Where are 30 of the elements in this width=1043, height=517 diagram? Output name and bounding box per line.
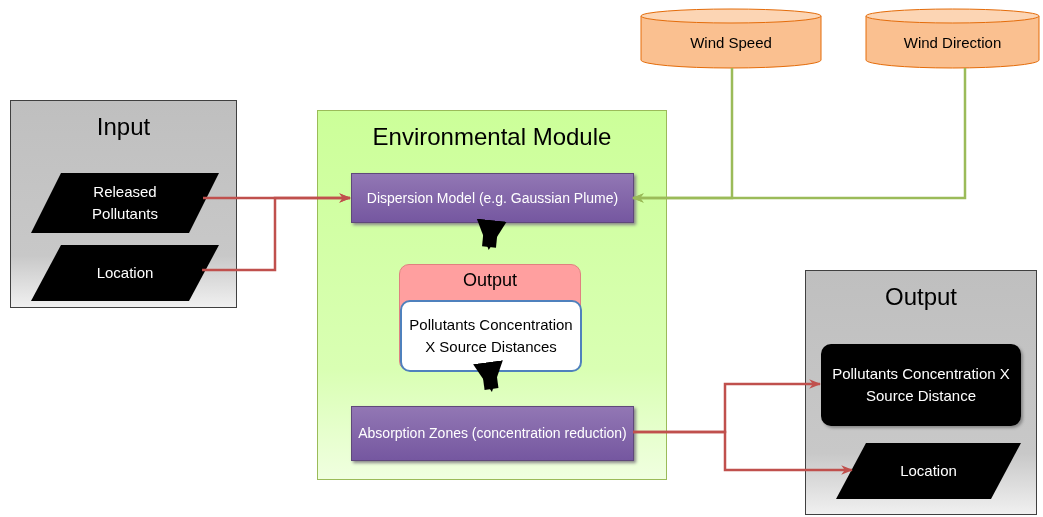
panel-title: Environmental Module [371, 122, 613, 152]
node-label: Wind Direction [902, 32, 1003, 53]
data-cylinder [865, 8, 1040, 68]
process-box [351, 406, 634, 461]
node-label: Location [95, 262, 155, 283]
output-box [399, 264, 581, 371]
node-label: Absorption Zones (concentration reduction) [358, 424, 627, 443]
panel-title: Input [95, 112, 152, 142]
arrow [633, 430, 854, 475]
data-parallelogram [31, 173, 219, 233]
panel-title: Output [883, 282, 958, 312]
output-box [821, 344, 1021, 426]
data-parallelogram [31, 245, 219, 301]
node-label: Location [899, 460, 958, 481]
panel-title: Output [461, 270, 518, 292]
arrow [473, 360, 503, 392]
node-label: Pollutants Concentration X Source Distances [408, 314, 574, 357]
node-label: Dispersion Model (e.g. Gaussian Plume) [365, 188, 620, 208]
arrow [202, 193, 352, 272]
input-output-panel [805, 270, 1037, 515]
module-panel [317, 110, 667, 480]
input-output-panel [10, 100, 237, 308]
result-box [400, 300, 582, 372]
process-box [351, 173, 634, 223]
node-label: Released Pollutants [91, 181, 159, 224]
data-cylinder [640, 8, 822, 68]
node-label: Wind Speed [689, 32, 773, 53]
arrow [476, 218, 507, 250]
node-label: Pollutants Concentration X Source Distance [831, 363, 1011, 406]
data-parallelogram [836, 443, 1021, 499]
